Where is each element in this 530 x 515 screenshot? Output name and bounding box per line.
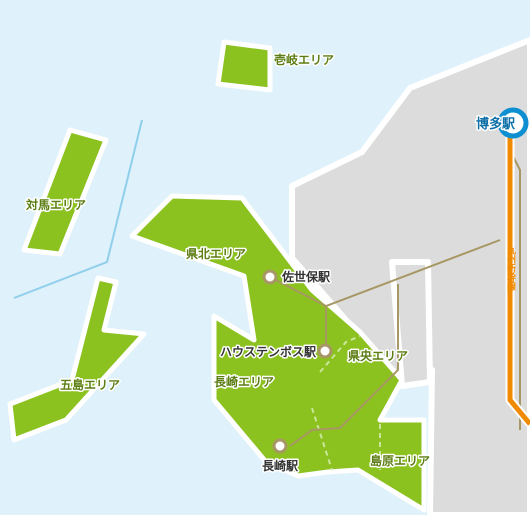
label-goto-area: 五島エリア [60, 377, 120, 392]
area-iki[interactable] [215, 39, 273, 93]
label-hakata-station: 博多駅 [476, 116, 516, 132]
area-nagasaki-mainland[interactable] [129, 193, 427, 513]
label-sasebo-station: 佐世保駅 [281, 269, 331, 284]
kyushu-shinkansen-line [507, 124, 530, 426]
label-tsushima-area: 対馬エリア [25, 197, 86, 212]
station-sasebo-marker[interactable] [262, 269, 278, 285]
station-nagasaki-marker[interactable] [272, 438, 288, 454]
rail-line-nagasaki [289, 284, 399, 447]
label-huis-ten-bosch-station: ハウステンボス駅 [220, 344, 317, 359]
label-nagasaki-area: 長崎エリア [214, 374, 274, 389]
sea-boundary-line [13, 119, 143, 299]
label-kyushu-shinkansen: 九州新幹線 [505, 244, 517, 291]
area-tsushima[interactable] [21, 127, 109, 257]
label-kenpoku-area: 県北エリア [186, 246, 246, 261]
label-nagasaki-station: 長崎駅 [262, 458, 299, 473]
label-iki-area: 壱岐エリア [274, 52, 334, 67]
label-kenou-area: 県央エリア [348, 348, 408, 363]
area-divider-line [311, 407, 333, 471]
area-goto[interactable] [7, 275, 147, 443]
station-hakata-marker[interactable] [497, 107, 529, 139]
station-huis-ten-bosch-marker[interactable] [317, 343, 333, 359]
label-shimabara-area: 島原エリア [370, 453, 430, 468]
area-divider-line [319, 335, 361, 373]
